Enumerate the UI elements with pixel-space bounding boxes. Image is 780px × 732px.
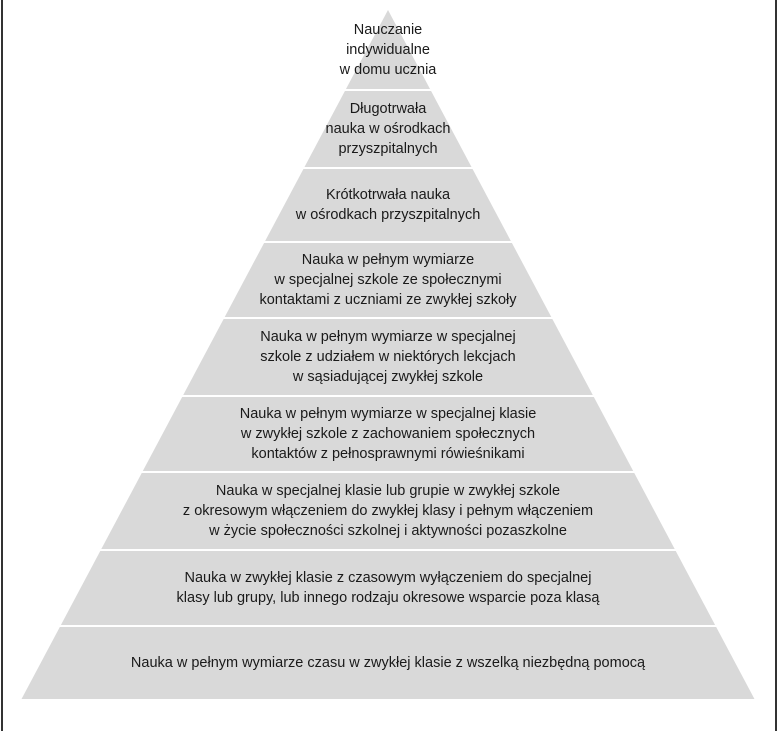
- tier-7-label-line: z okresowym włączeniem do zwykłej klasy …: [183, 503, 593, 519]
- tier-4-label-line: w specjalnej szkole ze społecznymi: [273, 272, 501, 288]
- tier-7-label-line: w życie społeczności szkolnej i aktywnoś…: [208, 523, 567, 539]
- tier-6-label-line: w zwykłej szkole z zachowaniem społeczny…: [240, 426, 535, 442]
- tier-3-label-line: w ośrodkach przyszpitalnych: [295, 207, 481, 223]
- pyramid-tier-9: [21, 627, 755, 699]
- tier-4-label-line: Nauka w pełnym wymiarze: [302, 252, 474, 268]
- tier-5-label-line: szkole z udziałem w niektórych lekcjach: [260, 349, 515, 365]
- tier-1-label-line: Nauczanie: [354, 22, 423, 38]
- tier-2-label-line: nauka w ośrodkach: [326, 121, 451, 137]
- tier-8-label-line: Nauka w zwykłej klasie z czasowym wyłącz…: [185, 570, 592, 586]
- pyramid-tier-7: [101, 473, 675, 549]
- pyramid-tier-2: [304, 91, 472, 167]
- tier-1-label-line: w domu ucznia: [339, 62, 438, 78]
- tier-8-label-line: klasy lub grupy, lub innego rodzaju okre…: [177, 590, 601, 606]
- tier-9-label-line: Nauka w pełnym wymiarze czasu w zwykłej …: [131, 655, 646, 671]
- tier-7-label-line: Nauka w specjalnej klasie lub grupie w z…: [216, 483, 560, 499]
- pyramid-tier-1: [345, 10, 431, 89]
- tier-3-label-line: Krótkotrwała nauka: [326, 187, 451, 203]
- tier-2-label-line: Długotrwała: [350, 101, 427, 117]
- tier-5-label-line: Nauka w pełnym wymiarze w specjalnej: [260, 329, 515, 345]
- tier-1-label-line: indywidualne: [346, 42, 430, 58]
- tier-2-label-line: przyszpitalnych: [338, 141, 437, 157]
- tier-4-label-line: kontaktami z uczniami ze zwykłej szkoły: [259, 292, 517, 308]
- pyramid-tier-4: [224, 243, 552, 317]
- pyramid-tier-5: [183, 319, 593, 395]
- tier-6-label-line: Nauka w pełnym wymiarze w specjalnej kla…: [240, 406, 537, 422]
- pyramid-tier-3: [265, 169, 511, 241]
- pyramid-tier-6: [142, 397, 634, 471]
- pyramid-tiers: Nauczanie indywidualne w domu uczniaDługot…: [21, 10, 755, 699]
- tier-6-label-line: kontaktów z pełnosprawnymi rówieśnikami: [251, 446, 524, 462]
- tier-5-label-line: w sąsiadującej zwykłej szkole: [292, 369, 483, 385]
- pyramid-tier-8: [60, 551, 716, 625]
